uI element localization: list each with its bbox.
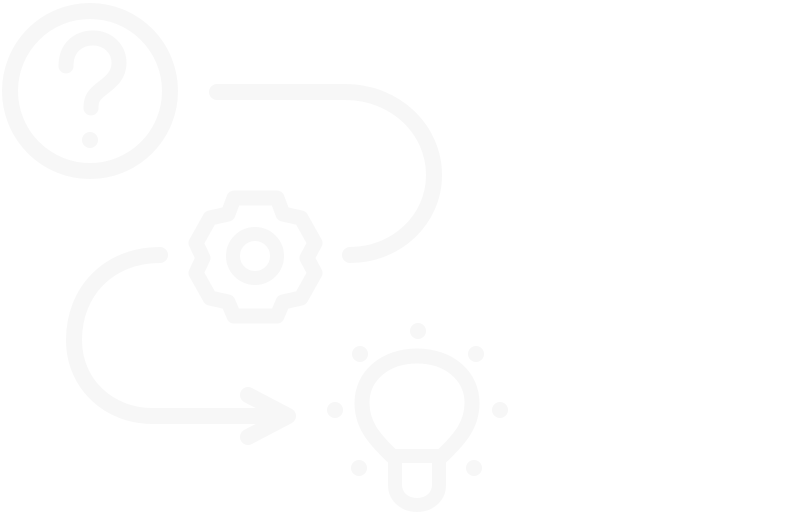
question-icon	[2, 3, 178, 179]
light-rays	[327, 323, 508, 476]
connector-curve-bottom	[66, 247, 294, 424]
gear-icon	[188, 190, 323, 324]
arrow-head-icon	[240, 387, 296, 445]
connector-curve-top	[209, 84, 442, 263]
lightbulb-icon	[354, 348, 480, 512]
